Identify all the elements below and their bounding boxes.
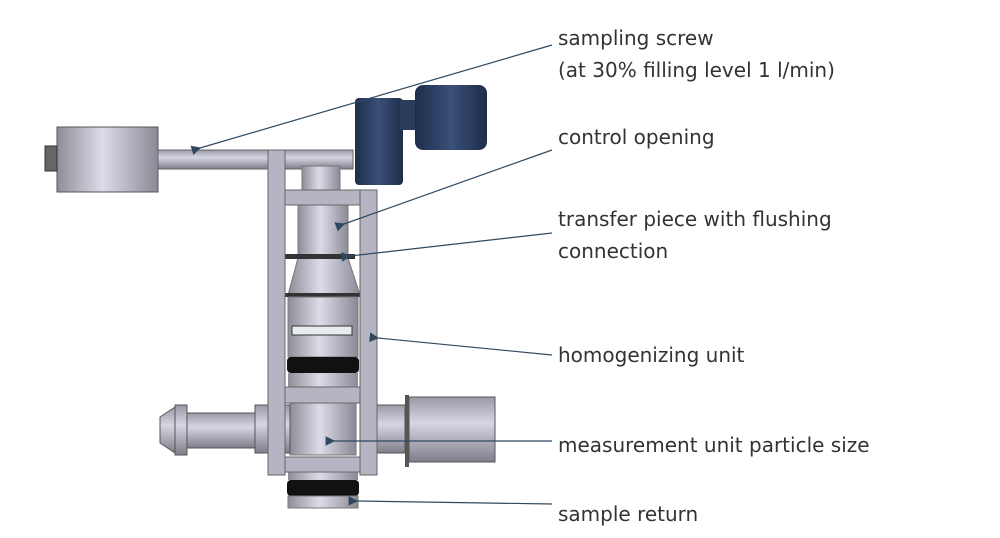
- label-text: transfer piece with flushing: [558, 207, 832, 231]
- label-sample-return: sample return: [558, 502, 699, 526]
- label-homogenizing-unit: homogenizing unit: [558, 343, 745, 367]
- sampling-screw-tube: [157, 149, 354, 170]
- label-sampling-screw: sampling screw (at 30% filling level 1 l…: [558, 22, 835, 86]
- column: [285, 165, 361, 509]
- label-text: connection: [558, 239, 669, 263]
- label-measurement-unit: measurement unit particle size: [558, 433, 870, 457]
- label-text: sampling screw: [558, 26, 714, 50]
- label-note: (at 30% filling level 1 l/min): [558, 58, 835, 82]
- motor: [355, 85, 487, 185]
- label-control-opening: control opening: [558, 125, 715, 149]
- label-transfer-piece: transfer piece with flushing connection: [558, 203, 832, 267]
- hopper: [44, 126, 159, 193]
- leader-lines: [190, 44, 553, 506]
